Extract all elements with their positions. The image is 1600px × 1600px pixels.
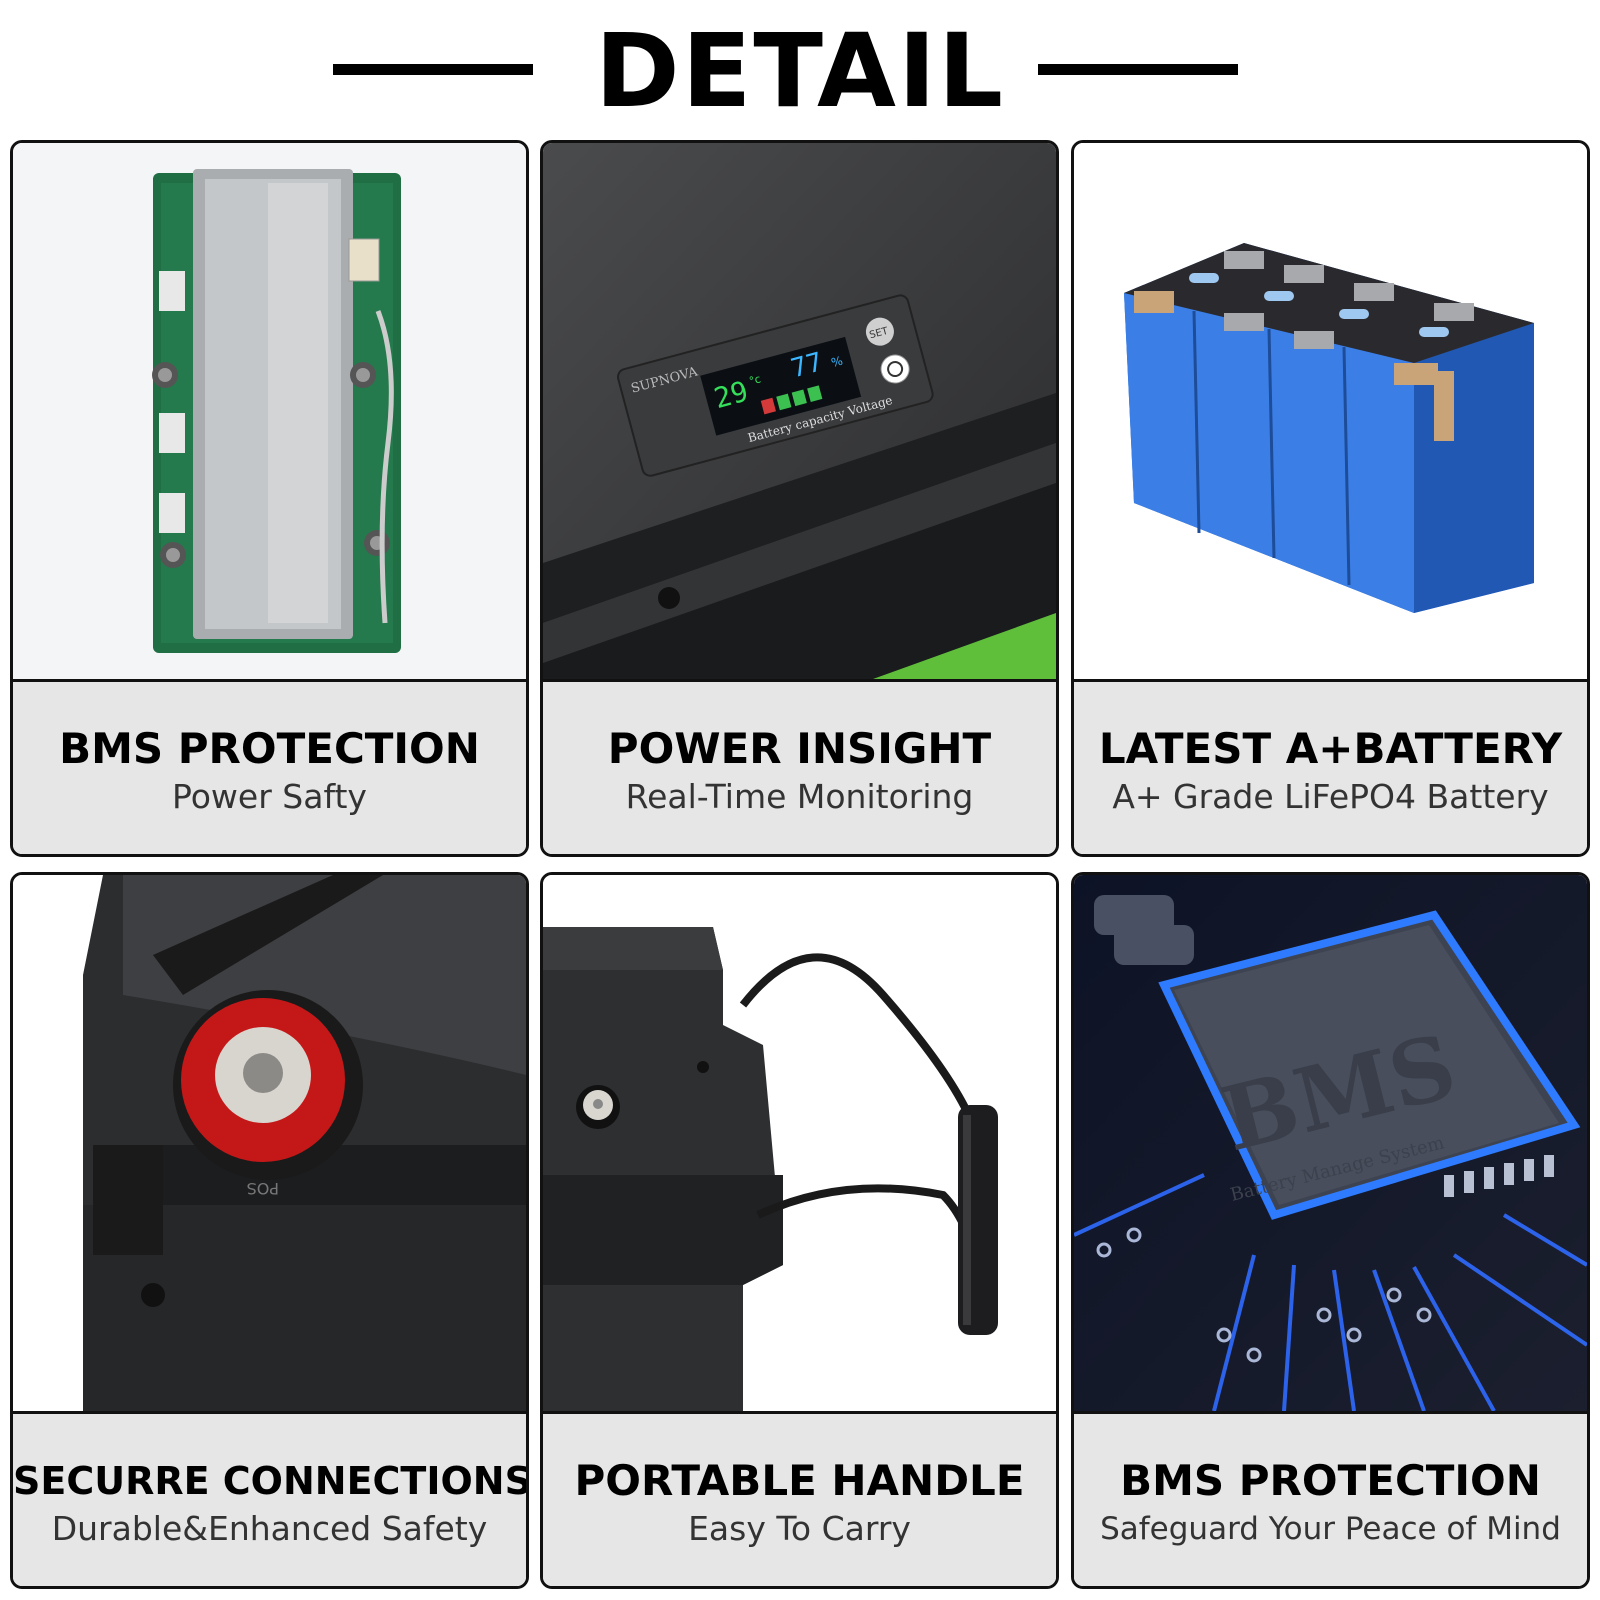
display-temp-unit: °c [748, 372, 763, 388]
feature-card-bms-board: BMS PROTECTION Power Safty [10, 140, 529, 857]
header-rule-right [1038, 64, 1238, 75]
card-subtitle: Real-Time Monitoring [625, 777, 974, 816]
card-subtitle: A+ Grade LiFePO4 Battery [1112, 777, 1549, 816]
battery-cells-photo [1074, 143, 1587, 679]
card-title: LATEST A+BATTERY [1098, 724, 1563, 773]
card-title: BMS PROTECTION [1120, 1456, 1541, 1505]
feature-card-lifepo4-cells: LATEST A+BATTERY A+ Grade LiFePO4 Batter… [1071, 140, 1590, 857]
battery-cells-image [1074, 143, 1587, 679]
card-title: BMS PROTECTION [59, 724, 480, 773]
card-subtitle: Easy To Carry [688, 1509, 911, 1548]
bms-board-image [13, 143, 526, 679]
display-set-button: SET [868, 326, 890, 342]
card-subtitle: Durable&Enhanced Safety [51, 1509, 488, 1548]
card-subtitle: Safeguard Your Peace of Mind [1100, 1511, 1561, 1547]
feature-card-portable-handle: PORTABLE HANDLE Easy To Carry [540, 872, 1059, 1589]
card-caption: BMS PROTECTION Power Safty [13, 679, 526, 854]
display-capacity-unit: % [830, 354, 845, 370]
card-title: SECURRE CONNECTIONS [13, 1459, 529, 1503]
card-caption: PORTABLE HANDLE Easy To Carry [543, 1411, 1056, 1586]
card-title: PORTABLE HANDLE [574, 1456, 1025, 1505]
feature-card-power-insight: SUPNOVA 29 °c 77 % Battery capacity Volt… [540, 140, 1059, 857]
terminal-photo: POS [13, 875, 526, 1411]
card-caption: BMS PROTECTION Safeguard Your Peace of M… [1074, 1411, 1587, 1586]
bms-board-photo [13, 143, 526, 679]
feature-card-bms-chip: BMS Battery Manage System BMS PROTECTION… [1071, 872, 1590, 1589]
card-title: POWER INSIGHT [607, 724, 992, 773]
card-subtitle: Power Safty [172, 777, 367, 816]
battery-display-photo: SUPNOVA 29 °c 77 % Battery capacity Volt… [543, 143, 1056, 679]
terminal-label: POS [247, 1179, 279, 1198]
card-caption: POWER INSIGHT Real-Time Monitoring [543, 679, 1056, 854]
bms-chip-photo: BMS Battery Manage System [1074, 875, 1587, 1411]
card-caption: SECURRE CONNECTIONS Durable&Enhanced Saf… [13, 1411, 526, 1586]
terminal-image: POS [13, 875, 526, 1411]
header-rule-left [333, 64, 533, 75]
bms-chip-image: BMS Battery Manage System [1074, 875, 1587, 1411]
page-title: DETAIL [595, 12, 1005, 131]
card-caption: LATEST A+BATTERY A+ Grade LiFePO4 Batter… [1074, 679, 1587, 854]
feature-card-secure-connections: POS SECURRE CONNECTIONS Durable&Enhanced… [10, 872, 529, 1589]
page-header: DETAIL [0, 0, 1600, 140]
handle-photo [543, 875, 1056, 1411]
battery-display-image: SUPNOVA 29 °c 77 % Battery capacity Volt… [543, 143, 1056, 679]
handle-image [543, 875, 1056, 1411]
